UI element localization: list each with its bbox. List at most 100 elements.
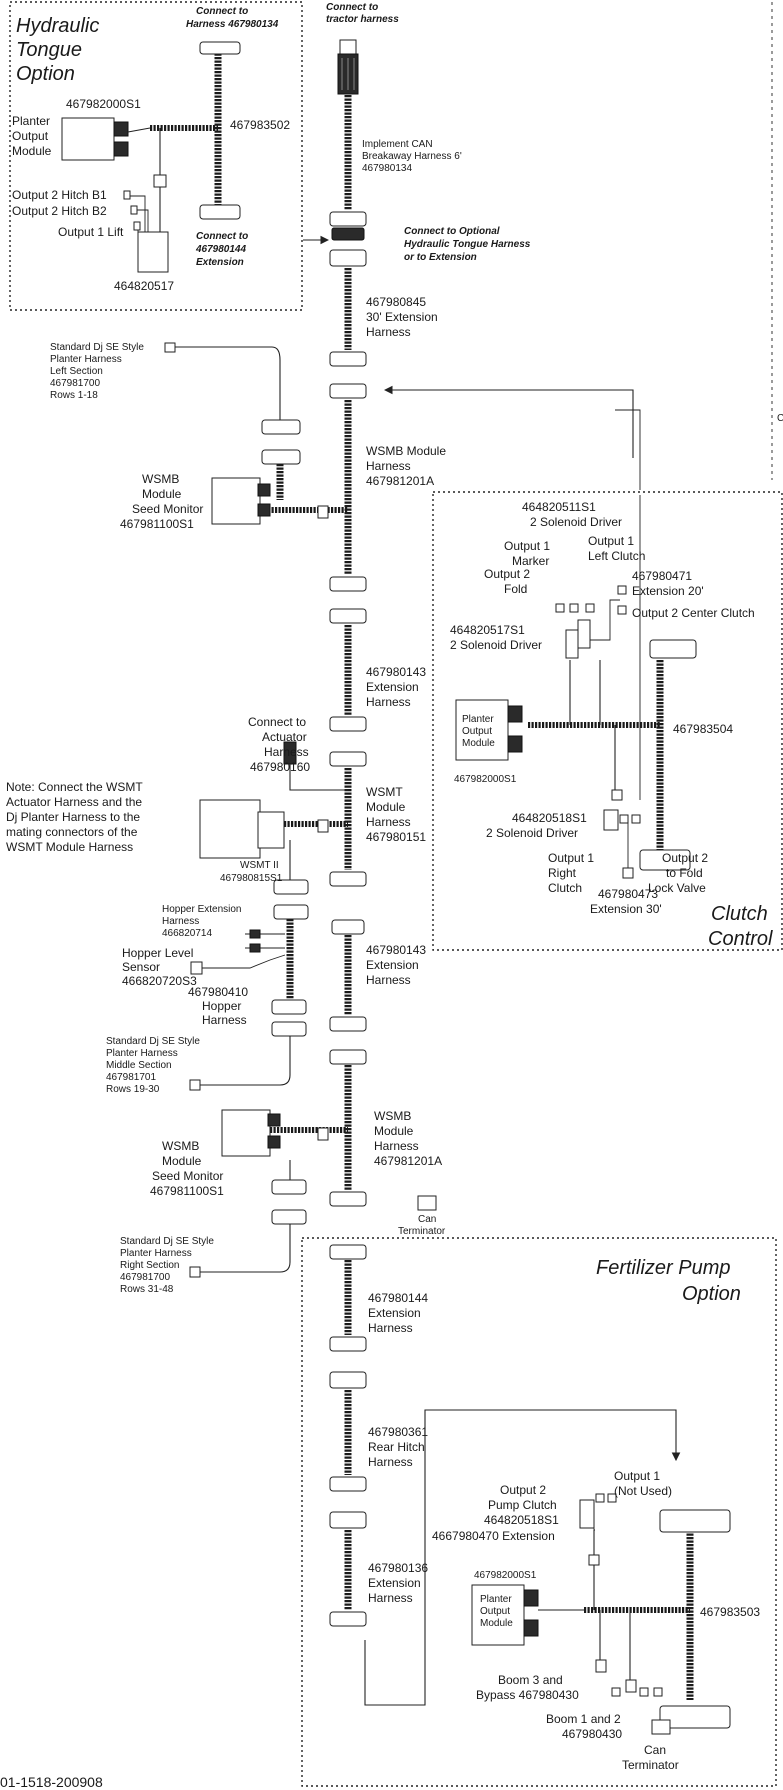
svg-text:Module: Module [162,1154,202,1168]
svg-text:Connect to Optional: Connect to Optional [404,226,500,237]
svg-text:Control: Control [708,928,773,950]
svg-text:Harness: Harness [366,973,411,987]
svg-text:WSMB: WSMB [162,1139,199,1153]
hydraulic-harness-part: 467983502 [230,118,290,132]
svg-text:Output 2: Output 2 [662,851,708,865]
svg-text:Output 1: Output 1 [614,1469,660,1483]
svg-text:466820720S3: 466820720S3 [122,974,197,988]
svg-text:2 Solenoid Driver: 2 Solenoid Driver [486,826,578,840]
wsmt2-label: WSMT II 467980815S1 [220,860,283,884]
svg-text:Planter: Planter [462,714,494,725]
svg-text:Output 1: Output 1 [548,851,594,865]
svg-text:467981201A: 467981201A [366,474,434,488]
wsmb-monitor-2-label: WSMB Module Seed Monitor 467981100S1 [150,1139,224,1198]
hydraulic-module-part: 467982000S1 [66,97,141,111]
svg-text:Hydraulic Tongue Harness: Hydraulic Tongue Harness [404,239,531,250]
hydraulic-solenoid-driver [137,231,169,273]
tractor-plug [337,39,359,95]
ext30-label: 467980845 30' Extension Harness [366,295,438,339]
clutch-out1-marker-label: Output 1 Marker [504,539,550,568]
hydraulic-connect-to-label: Connect to Harness 467980134 [186,6,279,30]
svg-text:Hopper: Hopper [202,999,241,1013]
svg-text:Harness: Harness [162,916,199,927]
svg-text:Planter: Planter [12,114,50,128]
svg-text:Planter Harness: Planter Harness [120,1248,192,1259]
svg-text:Harness: Harness [368,1455,413,1469]
svg-text:Connect to: Connect to [196,231,248,242]
planter-left-label: Standard Dj SE Style Planter Harness Lef… [50,342,144,401]
wsmb-harness-1-label: WSMB Module Harness 467981201A [366,444,446,488]
svg-text:Output 1: Output 1 [588,534,634,548]
arrow-to-wsmb-harness [383,385,634,458]
svg-text:Can: Can [418,1214,436,1225]
svg-text:Rows 19-30: Rows 19-30 [106,1084,160,1095]
svg-text:Module: Module [12,144,52,158]
svg-text:Connect to: Connect to [248,715,306,729]
svg-text:Option: Option [16,63,75,85]
svg-text:Output: Output [12,129,49,143]
hydraulic-title: Hydraulic Tongue Option [16,15,99,85]
clutch-module-label: Planter Output Module [462,714,495,749]
fert-boom3-label: Boom 3 and Bypass 467980430 [476,1673,579,1702]
ext144-label: 467980144 Extension Harness [368,1291,428,1335]
svg-text:(Not Used): (Not Used) [614,1484,672,1498]
svg-text:467980473: 467980473 [598,887,658,901]
ext143-1-label: 467980143 Extension Harness [366,665,426,709]
svg-text:Middle Section: Middle Section [106,1060,172,1071]
hydraulic-outputs: Output 2 Hitch B1 Output 2 Hitch B2 Outp… [12,188,124,239]
svg-text:Output 1 Lift: Output 1 Lift [58,225,124,239]
hydraulic-driver-part: 464820517 [114,279,174,293]
svg-text:466820714: 466820714 [162,928,212,939]
fert-out2-pump-label: Output 2 Pump Clutch 464820518S1 [484,1483,559,1527]
svg-text:Harness: Harness [264,745,309,759]
svg-text:Left Section: Left Section [50,366,103,377]
svg-text:30' Extension: 30' Extension [366,310,438,324]
wsmt-ii-module-drawing [199,799,261,859]
svg-text:Output 1: Output 1 [504,539,550,553]
clutch-module-part: 467982000S1 [454,774,517,785]
clutch-control-drawing [455,409,697,879]
svg-text:467980471: 467980471 [632,569,692,583]
svg-text:WSMB: WSMB [374,1109,411,1123]
svg-text:Output 2 Hitch B1: Output 2 Hitch B1 [12,188,107,202]
svg-text:Seed Monitor: Seed Monitor [132,502,203,516]
svg-text:Extension: Extension [366,680,419,694]
svg-text:Module: Module [366,800,406,814]
svg-text:Module: Module [480,1618,513,1629]
svg-text:Harness: Harness [366,815,411,829]
svg-text:Standard Dj SE Style: Standard Dj SE Style [120,1236,214,1247]
rear-hitch-label: 467980361 Rear Hitch Harness [368,1425,428,1469]
svg-text:Output: Output [462,726,492,737]
svg-text:Hydraulic: Hydraulic [16,15,99,37]
svg-text:Terminator: Terminator [622,1758,679,1772]
svg-text:Pump Clutch: Pump Clutch [488,1498,557,1512]
trunk-connectors [329,211,367,1627]
svg-text:tractor harness: tractor harness [326,14,399,25]
svg-text:2 Solenoid Driver: 2 Solenoid Driver [530,515,622,529]
fert-module-label: Planter Output Module [480,1594,513,1629]
svg-text:WSMT Module Harness: WSMT Module Harness [6,840,133,854]
svg-text:467980134: 467980134 [362,163,412,174]
svg-text:467980160: 467980160 [250,760,310,774]
svg-text:Boom 3 and: Boom 3 and [498,1673,563,1687]
svg-text:467981100S1: 467981100S1 [120,517,194,531]
svg-text:467980815S1: 467980815S1 [220,873,283,884]
svg-text:mating connectors of the: mating connectors of the [6,825,138,839]
svg-text:Hopper Level: Hopper Level [122,946,193,960]
svg-text:Extension 30': Extension 30' [590,902,662,916]
svg-text:Clutch: Clutch [548,881,582,895]
clutch-out2-fold-label: Output 2 Fold [484,567,530,596]
svg-text:Marker: Marker [512,554,549,568]
svg-text:Tongue: Tongue [16,39,82,61]
svg-text:464820518S1: 464820518S1 [484,1513,559,1527]
svg-text:Connect to: Connect to [326,2,378,13]
wsmb-module-2-drawing [189,1109,437,1278]
svg-text:Output 2: Output 2 [500,1483,546,1497]
svg-text:Fold: Fold [504,582,527,596]
svg-text:Planter Harness: Planter Harness [50,354,122,365]
svg-text:Terminator: Terminator [398,1226,446,1237]
wsmb-module-1-drawing [211,477,261,525]
svg-text:Standard Dj SE Style: Standard Dj SE Style [50,342,144,353]
clutch-harness-part: 467983504 [673,722,733,736]
svg-text:467980151: 467980151 [366,830,426,844]
